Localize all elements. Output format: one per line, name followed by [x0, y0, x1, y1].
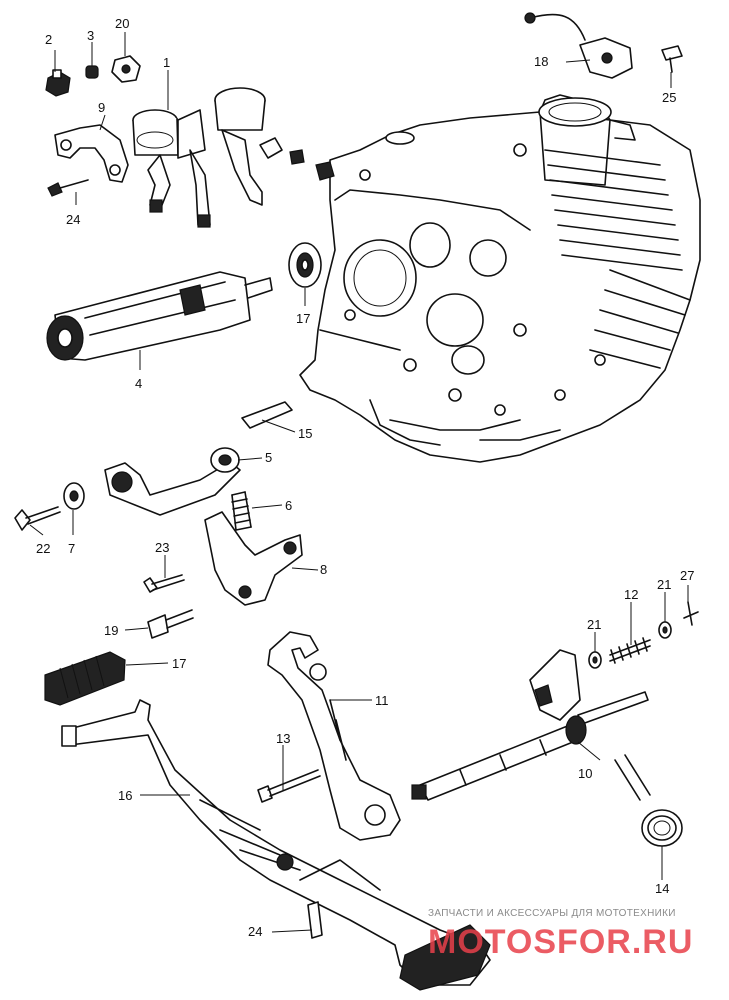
- watermark: ЗАПЧАСТИ И АКСЕССУАРЫ ДЛЯ МОТОТЕХНИКИ MO…: [428, 908, 693, 961]
- part-1-shift-forks: [132, 87, 266, 228]
- label-part-24-lower: 24: [248, 924, 262, 939]
- part-26-screw: [47, 179, 89, 197]
- part-2-bolt: [45, 69, 71, 97]
- label-part-8: 8: [320, 562, 327, 577]
- part-4-shift-drum: [46, 271, 273, 361]
- label-part-23: 22: [36, 541, 50, 556]
- part-20-stopper: [111, 55, 141, 83]
- label-part-19: 19: [104, 623, 118, 638]
- label-part-9: 9: [98, 100, 105, 115]
- label-part-12: 12: [624, 587, 638, 602]
- part-9-plate: [54, 124, 129, 183]
- label-part-11: 11: [375, 693, 389, 708]
- part-18-neutral-switch: [524, 12, 633, 79]
- label-part-3: 3: [87, 28, 94, 43]
- label-part-7: 7: [68, 541, 75, 556]
- part-3-collar: [85, 65, 99, 79]
- label-part-24-upper: 23: [155, 540, 169, 555]
- label-part-21-b: 21: [657, 577, 671, 592]
- watermark-brand: MOTOSFOR.RU: [428, 923, 693, 961]
- part-labels: 2 3 20 1 9 24 4 17 15 5 6 22 7 8 23 19 1…: [36, 16, 694, 939]
- watermark-tagline: ЗАПЧАСТИ И АКСЕССУАРЫ ДЛЯ МОТОТЕХНИКИ: [428, 908, 676, 919]
- label-part-1: 1: [163, 55, 170, 70]
- part-pedal-pad: [399, 924, 491, 991]
- label-part-2: 2: [45, 32, 52, 47]
- label-part-20: 20: [115, 16, 129, 31]
- part-21-washer-a: [588, 651, 602, 669]
- part-27-clip: [683, 601, 699, 626]
- part-17-rubber: [44, 651, 126, 706]
- leader-lines: [29, 32, 689, 933]
- label-part-4: 4: [135, 376, 142, 391]
- part-22-bearing: [288, 242, 322, 288]
- label-part-14: 14: [655, 881, 669, 896]
- label-part-26: 24: [66, 212, 80, 227]
- label-part-21-a: 21: [587, 617, 601, 632]
- part-7-washer: [63, 482, 85, 510]
- part-24-bolt-upper: [143, 574, 185, 593]
- part-24-bolt-lower: [307, 901, 323, 939]
- part-25-screw: [661, 45, 683, 73]
- part-5-stopper-arm: [104, 447, 241, 516]
- part-23-bolt: [14, 506, 61, 531]
- part-16-kick-lever: [61, 699, 491, 986]
- label-part-13: 13: [276, 731, 290, 746]
- label-part-17: 17: [172, 656, 186, 671]
- label-part-18: 18: [534, 54, 548, 69]
- label-part-6: 6: [285, 498, 292, 513]
- label-part-15: 15: [298, 426, 312, 441]
- label-part-5: 5: [265, 450, 272, 465]
- part-12-spring: [609, 637, 651, 664]
- part-6-spring: [231, 491, 252, 531]
- label-part-27: 27: [680, 568, 694, 583]
- crankcase-drawing: [299, 94, 701, 463]
- part-11-plate: [267, 631, 401, 841]
- part-13-pin: [257, 769, 321, 803]
- label-part-22: 17: [296, 311, 310, 326]
- label-part-16: 16: [118, 788, 132, 803]
- part-21-washer-b: [658, 621, 672, 639]
- label-part-10: 10: [578, 766, 592, 781]
- part-14-spring: [614, 754, 683, 847]
- part-small-nut-cluster: [259, 137, 335, 181]
- part-19-pin: [147, 609, 194, 639]
- part-15-pin: [241, 401, 293, 429]
- part-10-spindle: [411, 649, 649, 801]
- label-part-25: 25: [662, 90, 676, 105]
- part-8-shift-arm: [204, 511, 303, 606]
